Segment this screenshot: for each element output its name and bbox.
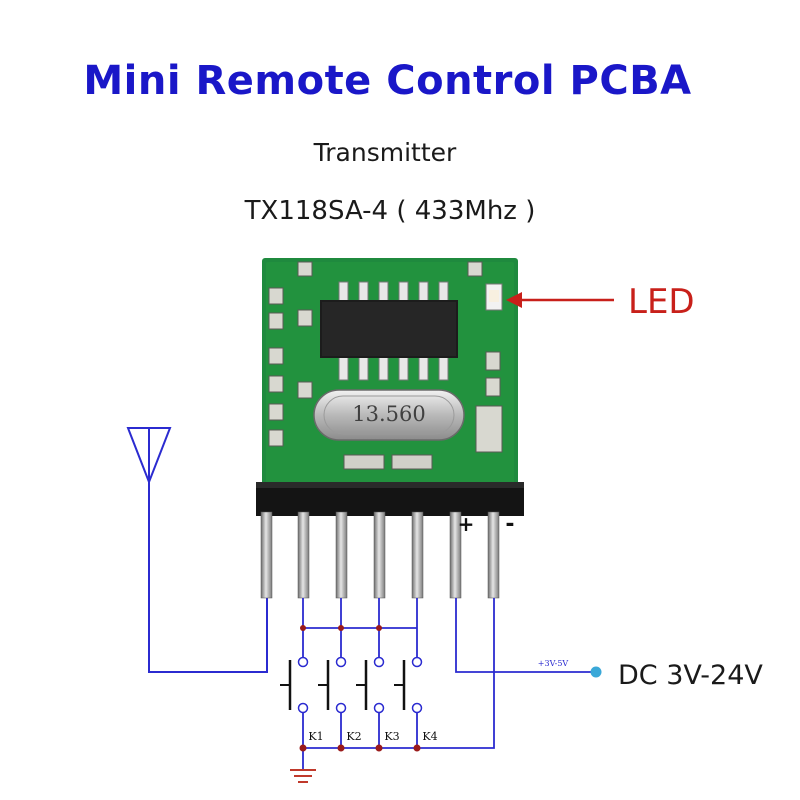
power-label: DC 3V-24V xyxy=(618,660,763,691)
plus-label: + xyxy=(458,512,475,536)
power-terminal xyxy=(590,666,602,678)
wiring xyxy=(302,598,595,770)
ic-chip xyxy=(320,281,458,381)
key-label-k4: K4 xyxy=(422,730,437,743)
crystal-label: 13.560 xyxy=(352,402,425,426)
antenna-symbol xyxy=(126,427,268,673)
diagram-subtitle: Transmitter xyxy=(313,138,457,167)
ground-symbol xyxy=(290,769,316,783)
model-number: TX118SA-4 ( 433Mhz ) xyxy=(244,196,536,226)
voltage-tag: +3V-5V xyxy=(538,659,569,668)
led-label: LED xyxy=(628,282,695,322)
crystal-oscillator: 13.560 xyxy=(313,389,465,441)
led-arrow xyxy=(506,292,614,308)
diagram-title: Mini Remote Control PCBA xyxy=(83,58,692,104)
key-label-k2: K2 xyxy=(346,730,361,743)
switch-k2 xyxy=(318,656,347,714)
key-label-k3: K3 xyxy=(384,730,399,743)
switch-k4 xyxy=(394,656,423,714)
key-label-k1: K1 xyxy=(308,730,323,743)
switch-k3 xyxy=(356,656,385,714)
minus-label: - xyxy=(505,512,514,537)
switch-k1 xyxy=(280,656,309,714)
junction-dots xyxy=(299,625,421,752)
pcb-board: 13.560 xyxy=(262,258,518,488)
